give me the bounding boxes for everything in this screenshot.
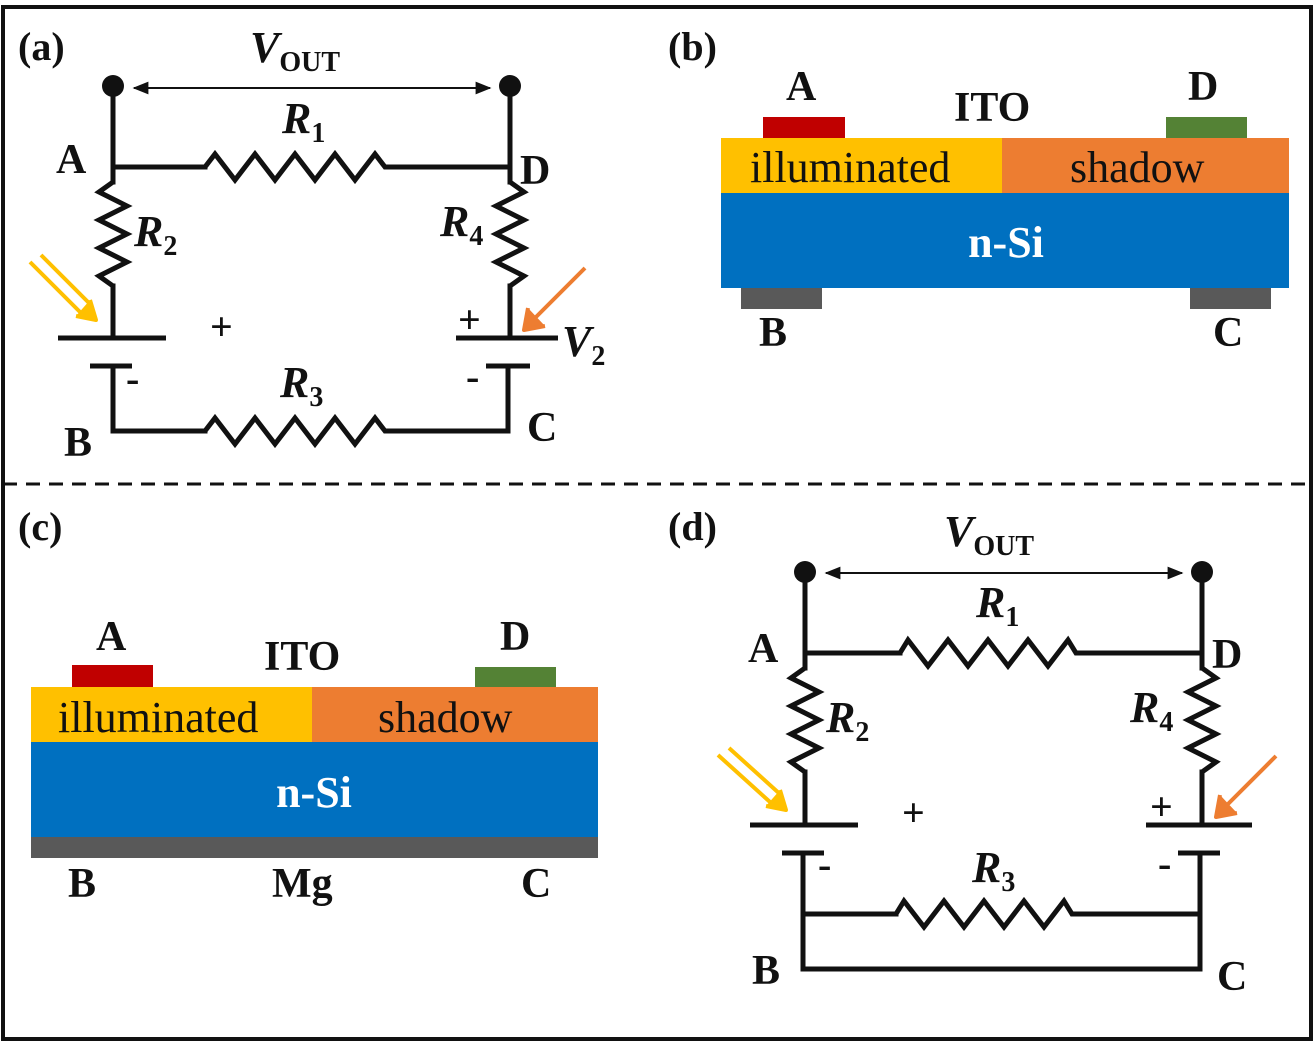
battery-left-plus-sign: + [210,304,233,349]
ito-label: ITO [954,85,1030,131]
node-a-label: A [56,137,87,183]
panel-c-device: (c) A D ITO illuminated shadow n-Si B Mg… [18,504,598,907]
contact-d [1166,117,1247,138]
v2-label: V2 [562,317,605,372]
node-d-label: D [1212,632,1242,678]
node-c-label: C [527,405,557,451]
ito-shadow [312,687,598,742]
light-arrow-illuminated [716,746,788,812]
contact-a-label: A [786,64,817,110]
battery-left-minus-sign: - [818,842,831,887]
contact-c-label: C [1213,310,1243,356]
contact-d [475,667,556,688]
wire-right-top [1079,569,1205,656]
nsi-substrate [721,193,1289,288]
contact-c [1190,288,1271,309]
contact-a-label: A [96,614,127,660]
contact-b [741,288,822,309]
panel-b-label: (b) [668,24,717,69]
node-d-label: D [520,148,550,194]
illuminated-label: illuminated [58,693,258,742]
contact-c-label: C [521,861,551,907]
r1-label: R1 [281,94,325,149]
r2-label: R2 [825,693,869,748]
ito-label: ITO [264,634,340,680]
panel-a-label: (a) [18,24,65,69]
ito-illuminated [721,138,1002,193]
panel-d-label: (d) [668,504,717,549]
battery-right-plus-sign: + [458,297,481,342]
panel-b-device: (b) A D ITO illuminated shadow n-Si B C [668,24,1289,356]
battery-left-plus-sign: + [902,790,925,835]
wire-left-top [802,569,903,656]
node-a-label: A [748,626,779,672]
resistor-r1 [897,635,1082,671]
nsi-substrate [31,742,598,837]
wire-left-bottom [110,363,208,434]
contact-b-label: B [68,861,96,907]
panel-d-circuit: (d) VOUT R1 R2 + - R4 [668,504,1278,1000]
battery-right-plus-sign: + [1150,784,1173,829]
resistor-r3 [893,896,1080,932]
panel-a-circuit: (a) VOUT R1 R2 + - R4 [18,23,605,466]
panel-c-label: (c) [18,504,62,549]
r4-label: R4 [439,197,483,252]
illuminated-label: illuminated [750,143,950,192]
r3-label: R3 [279,358,323,413]
nsi-label: n-Si [276,768,352,817]
contact-a [763,117,845,138]
mg-label: Mg [272,861,333,907]
shadow-label: shadow [1070,143,1205,192]
node-c-label: C [1217,954,1247,1000]
wire-left-top [110,83,208,170]
r3-label: R3 [971,843,1015,898]
battery-left-minus-sign: - [126,356,139,401]
nsi-label: n-Si [968,218,1044,267]
node-b-label: B [64,420,92,466]
battery-right-minus-sign: - [466,354,479,399]
contact-d-label: D [500,614,530,660]
contact-b-label: B [759,310,787,356]
light-arrow-shadow [1214,754,1278,819]
wire-right-top [392,83,513,170]
mg-bottom-contact [31,837,598,858]
r4-label: R4 [1129,683,1173,738]
resistor-r1 [203,149,395,185]
contact-d-label: D [1188,64,1218,110]
r1-label: R1 [975,578,1019,633]
battery-right-minus-sign: - [1158,841,1171,886]
resistor-r4 [490,179,530,289]
r2-label: R2 [133,207,177,262]
vout-label: VOUT [944,507,1034,562]
resistor-r4 [1182,665,1222,775]
resistor-r2 [785,665,825,775]
ito-shadow [1002,138,1289,193]
light-arrow-illuminated [28,253,98,322]
shadow-label: shadow [378,693,513,742]
light-arrow-shadow [522,266,587,332]
node-b-label: B [752,948,780,994]
wire-right-bottom [387,363,511,434]
vout-label: VOUT [250,23,340,78]
resistor-r2 [93,179,133,289]
contact-a [72,665,153,687]
ito-illuminated [31,687,312,742]
resistor-r3 [203,413,390,449]
figure-frame [1,5,1313,1041]
